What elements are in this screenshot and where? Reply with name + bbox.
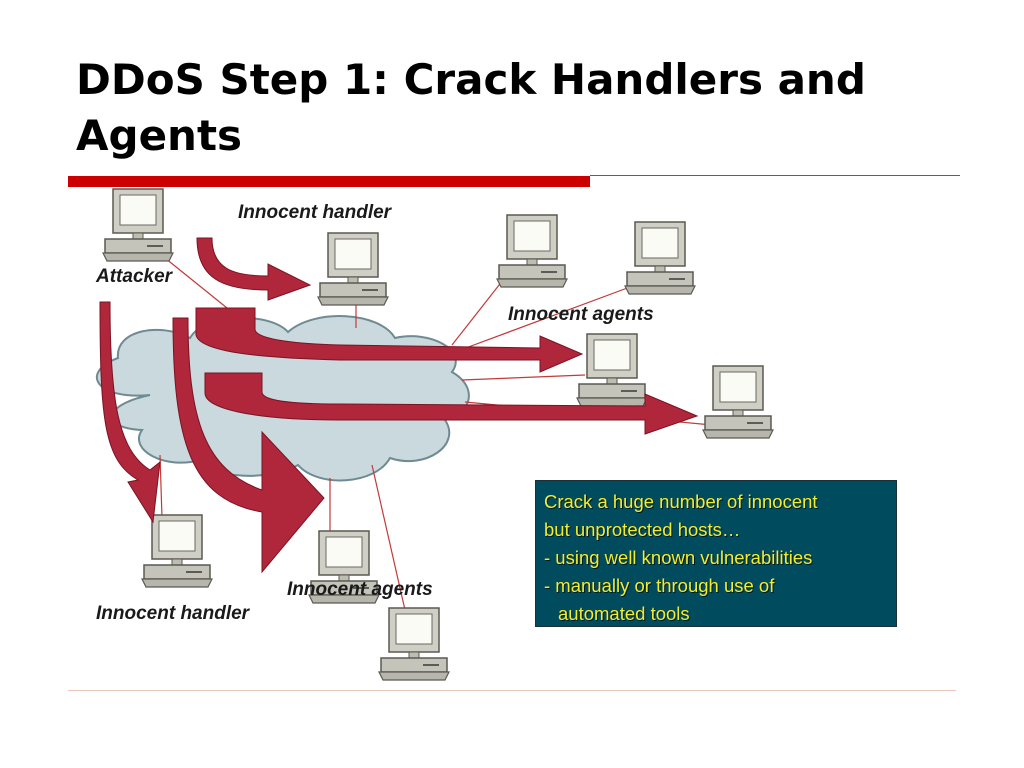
callout-line: - manually or through use of (544, 575, 775, 596)
handler-computer-icon (141, 514, 213, 588)
title-divider-bar (68, 176, 590, 187)
agent-computer-icon (702, 365, 774, 439)
innocent-handler-label: Innocent handler (96, 603, 251, 624)
innocent-agents-label: Innocent agents (508, 304, 654, 325)
callout-line: - using well known vulnerabilities (544, 547, 813, 568)
innocent-handler-label: Innocent handler (238, 202, 393, 223)
innocent-agents-label: Innocent agents (287, 579, 433, 600)
attacker-label: Attacker (95, 266, 174, 287)
agent-computer-icon (378, 607, 450, 681)
footer-divider-line (68, 690, 956, 691)
agent-computer-icon (576, 333, 648, 407)
callout-line: but unprotected hosts… (544, 519, 741, 540)
slide-title: DDoS Step 1: Crack Handlers and Agents (76, 55, 866, 160)
handler-computer-icon (317, 232, 389, 306)
agent-computer-icon (496, 214, 568, 288)
title-divider-line (590, 175, 960, 176)
attacker-computer-icon (102, 188, 174, 262)
callout-box: Crack a huge number of innocent but unpr… (535, 480, 897, 627)
attack-arrows (99, 237, 699, 574)
callout-line: Crack a huge number of innocent (544, 491, 818, 512)
agent-computer-icon (624, 221, 696, 295)
callout-line: automated tools (558, 603, 690, 624)
